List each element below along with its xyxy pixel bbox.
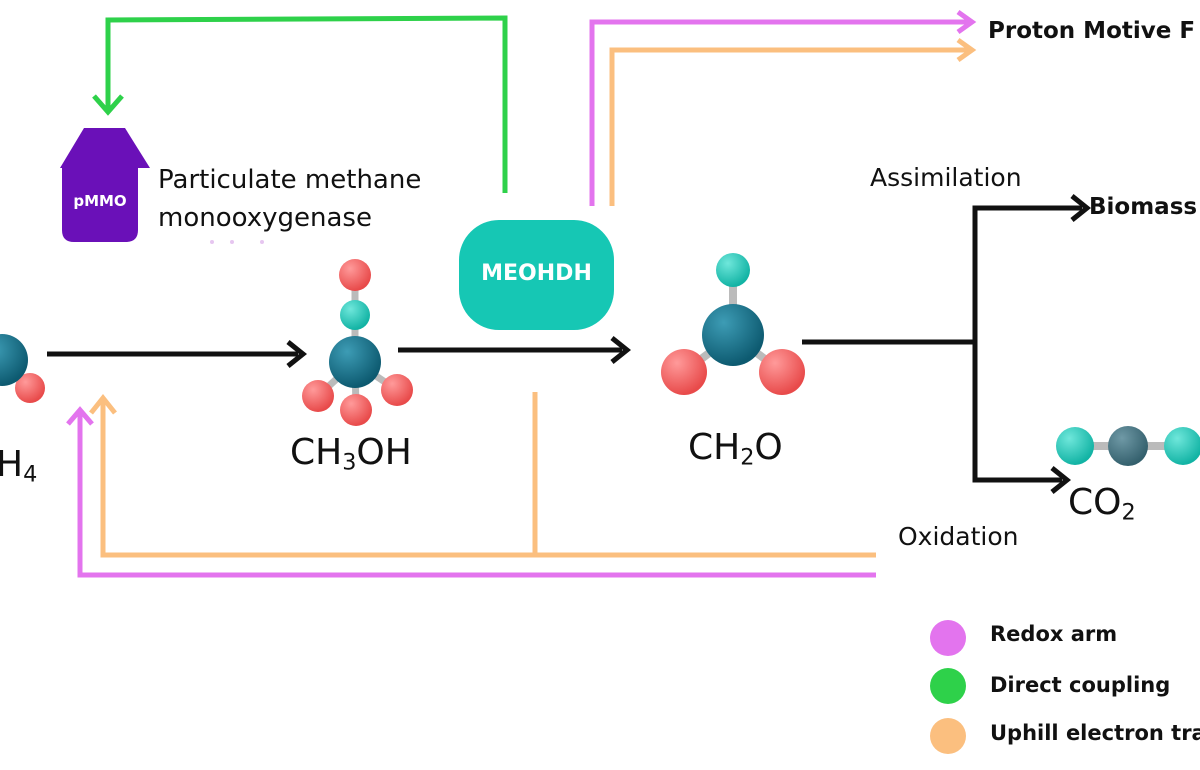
arrowhead-co2 [1050,466,1072,494]
arrowhead-ch4-to-ch3oh [286,340,308,368]
arrowhead-ch3oh-to-ch2o [610,336,632,364]
legend-label-uphill-electron: Uphill electron tra [990,721,1200,745]
branch-split [972,205,1082,483]
ch4-formula: H4 [0,444,38,488]
legend-label-direct-coupling: Direct coupling [990,673,1171,697]
uphill-electron-return [100,400,876,558]
redox-arm-arrowhead-proton-motive [956,9,977,35]
redox-arm-return-arrowhead [66,406,94,426]
pmmo-name-line2: monooxygenase [158,203,372,233]
legend-label-redox-arm: Redox arm [990,622,1118,646]
uphill-arrow-proton-motive [609,47,972,206]
uphill-arrowhead-proton-motive [956,37,977,63]
ch4-molecule [0,334,45,403]
uphill-return-arrowhead [89,393,117,415]
co2-formula: CO2 [1068,482,1136,526]
meohdh-enzyme-label: MEOHDH [481,261,592,286]
pmmo-enzyme-shape [60,128,150,242]
legend-swatch-uphill-electron [930,718,966,754]
biomass-label: Biomass [1089,194,1198,220]
assimilation-label: Assimilation [870,163,1022,192]
pmmo-enzyme-label: pMMO [73,192,127,210]
legend-swatch-redox-arm [930,620,966,656]
redox-arm-arrow-proton-motive [589,19,972,206]
proton-motive-label: Proton Motive F [988,18,1196,44]
direct-coupling-arrow [105,15,508,193]
direct-coupling-arrowhead [92,94,124,116]
arrowhead-biomass [1070,194,1092,222]
co2-molecule [1056,426,1200,466]
redox-arm-return [77,410,876,578]
meohdh-enzyme-shape [459,220,614,330]
ch2o-formula: CH2O [688,427,783,471]
ch3oh-formula: CH3OH [290,432,412,476]
ch2o-molecule [661,253,805,395]
pmmo-name-line1: Particulate methane [158,165,422,195]
legend-swatch-direct-coupling [930,668,966,704]
ch3oh-molecule [302,259,413,426]
oxidation-label: Oxidation [898,522,1019,551]
